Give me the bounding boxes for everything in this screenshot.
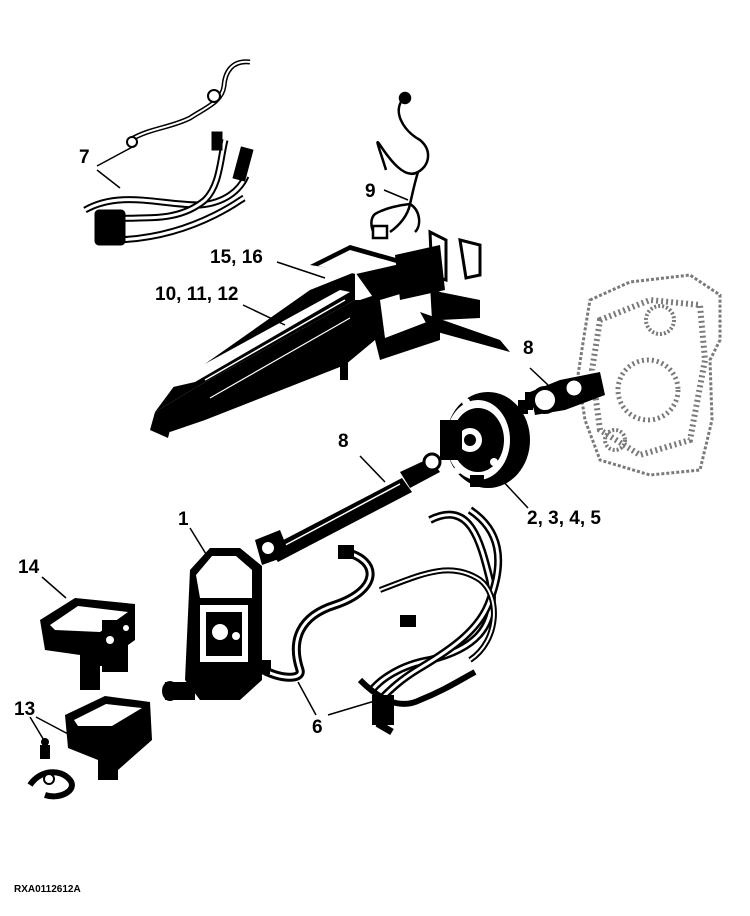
callout-1: 1 <box>178 509 189 530</box>
callout-10-11-12: 10, 11, 12 <box>155 284 239 305</box>
coupler-part-8-top <box>525 372 605 415</box>
hydraulic-hoses-part-6 <box>257 506 503 736</box>
leader-lines <box>29 144 549 743</box>
callout-9: 9 <box>365 181 376 202</box>
drive-shaft-part-8 <box>255 452 442 565</box>
bracket-part-14 <box>40 598 135 690</box>
callout-6: 6 <box>312 717 323 738</box>
callout-13: 13 <box>14 699 36 720</box>
callout-15-16: 15, 16 <box>210 247 263 268</box>
callout-14: 14 <box>18 557 40 578</box>
callout-8-mid: 8 <box>338 431 349 452</box>
callout-2-3-4-5: 2, 3, 4, 5 <box>527 508 601 529</box>
callout-8-top: 8 <box>523 338 534 359</box>
wire-harness-part-9 <box>370 91 430 240</box>
battery-cables-part-7 <box>83 59 254 246</box>
bracket-part-13 <box>27 696 152 800</box>
figure-code: RXA0112612A <box>14 884 81 895</box>
shield-tunnel-assembly <box>150 229 510 438</box>
callout-7: 7 <box>79 147 90 168</box>
pump-housing-parts-2-5 <box>440 392 530 488</box>
gearcase-part-1 <box>162 548 271 701</box>
